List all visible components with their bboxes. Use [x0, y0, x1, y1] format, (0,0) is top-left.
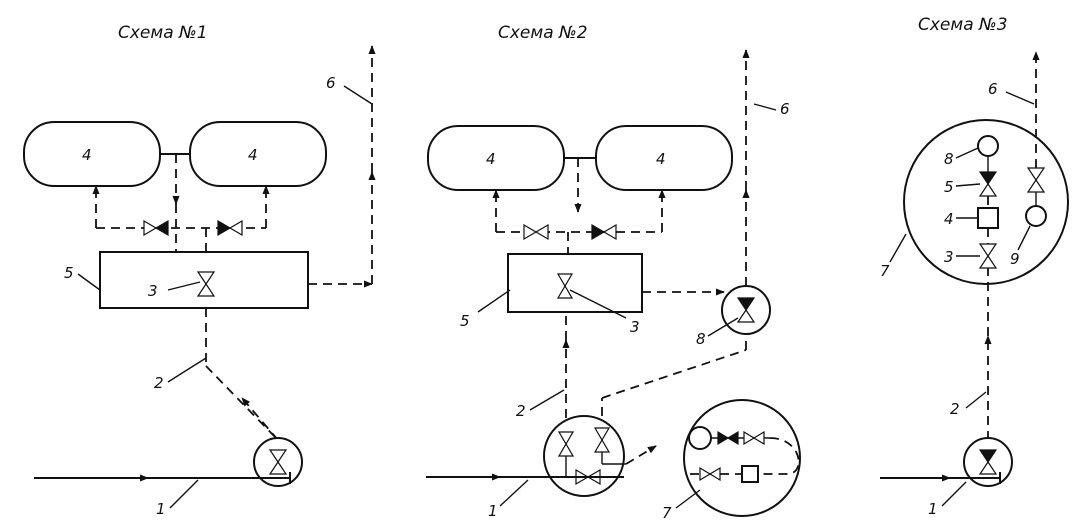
label-3: 3 [944, 248, 954, 266]
scheme-1-title: Схема №1 [118, 23, 208, 43]
label-9: 9 [1010, 250, 1020, 268]
leader-3 [569, 289, 627, 319]
leader-8 [707, 317, 739, 337]
label-4-left: 4 [486, 150, 496, 168]
pressure-gauge-8 [977, 135, 999, 157]
valve-icon [978, 449, 998, 475]
label-5: 5 [460, 312, 470, 330]
label-4: 4 [944, 210, 954, 228]
label-4-right: 4 [248, 146, 258, 164]
label-1: 1 [156, 500, 166, 518]
label-1: 1 [928, 500, 938, 518]
valve-3-icon [556, 273, 574, 299]
leader-7 [675, 489, 701, 509]
valve-icon [557, 431, 575, 457]
label-6: 6 [780, 100, 790, 118]
gauge-9 [1025, 205, 1047, 227]
tank-4-left [427, 125, 565, 191]
label-2: 2 [950, 400, 960, 418]
cylinder-unit-7 [683, 399, 801, 517]
label-7: 7 [880, 262, 890, 280]
filling-station [543, 415, 625, 497]
leader-5 [477, 289, 511, 313]
tank-4-right [189, 121, 327, 187]
valve-3-icon [196, 271, 216, 297]
scheme-2-title: Схема №2 [498, 23, 588, 43]
valve-icon [717, 430, 739, 446]
unit-7-loop [760, 437, 800, 475]
leader-6 [753, 103, 777, 111]
valve-icon [591, 223, 617, 241]
valve-icon [217, 219, 243, 237]
label-6: 6 [988, 80, 998, 98]
regulator-4 [977, 207, 999, 229]
label-7: 7 [662, 504, 672, 522]
leader-6 [1005, 91, 1035, 105]
unit-5 [507, 253, 643, 313]
leader-2 [529, 389, 565, 411]
label-4-right: 4 [656, 150, 666, 168]
leader-6 [343, 85, 373, 105]
label-8: 8 [696, 330, 706, 348]
installation-7 [903, 119, 1069, 285]
valve-icon [699, 466, 721, 482]
label-5: 5 [944, 178, 954, 196]
fill-line-2-arrow [241, 397, 279, 441]
leader-1 [499, 479, 529, 507]
leader-1 [941, 481, 967, 507]
meter-box [741, 465, 759, 483]
label-4-left: 4 [82, 146, 92, 164]
valve-icon [1026, 167, 1046, 193]
leader-3 [167, 281, 201, 291]
scheme-3-title: Схема №3 [918, 15, 1008, 35]
leader-2 [167, 357, 207, 383]
label-6: 6 [326, 74, 336, 92]
fill-line-2-diag [205, 365, 279, 441]
label-2: 2 [516, 402, 526, 420]
label-2: 2 [154, 374, 164, 392]
tank-4-left [23, 121, 161, 187]
feed-to-7 [625, 445, 657, 465]
label-5: 5 [64, 264, 74, 282]
leader-7 [889, 233, 907, 263]
label-1: 1 [488, 502, 498, 520]
leader-5 [955, 183, 981, 187]
scheme-2: Схема №2 4 4 3 5 [426, 23, 801, 522]
leader-9 [1017, 225, 1031, 251]
label-3: 3 [148, 282, 158, 300]
return-diag [601, 349, 747, 399]
leader-2 [965, 391, 987, 409]
valve-icon [268, 449, 288, 475]
leader-5 [77, 273, 101, 291]
cylinder-icon [688, 426, 712, 450]
scheme-1: Схема №1 4 4 3 5 [23, 23, 376, 518]
valve-icon [523, 223, 549, 241]
valve-icon [743, 430, 765, 446]
label-8: 8 [944, 150, 954, 168]
leader-8 [955, 147, 979, 159]
valve-icon [143, 219, 169, 237]
scheme-3: Схема №3 8 5 4 3 9 [880, 15, 1069, 518]
valve-icon [736, 297, 756, 323]
leader-1 [169, 479, 199, 509]
label-3: 3 [630, 318, 640, 336]
